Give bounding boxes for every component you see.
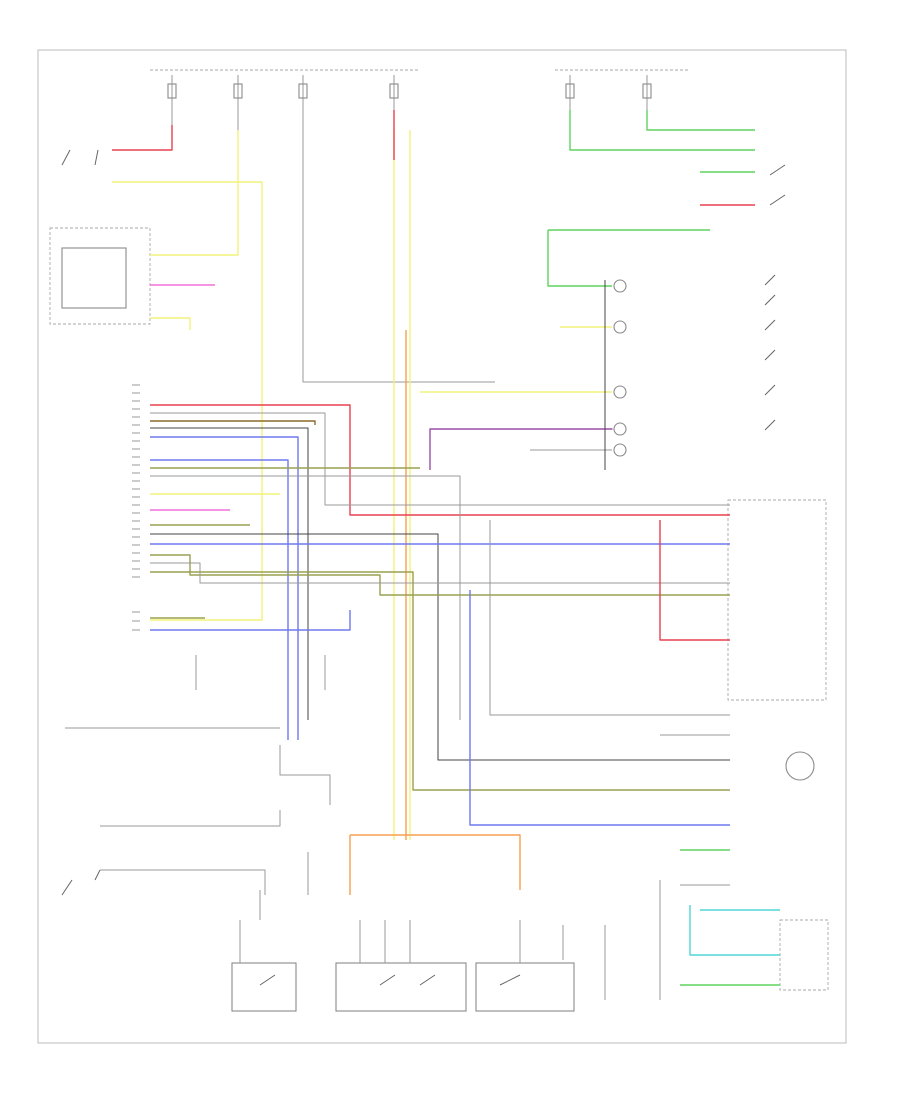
lamp-icon xyxy=(613,279,627,293)
wire-gray xyxy=(100,869,266,895)
switch-icon xyxy=(259,974,521,986)
lamp-icon xyxy=(613,443,627,457)
fuse-icon xyxy=(298,83,308,99)
transmission-control-module-box xyxy=(727,499,827,701)
wire-gray xyxy=(489,520,730,716)
fuse-feed-group-right xyxy=(555,69,690,120)
wire-brown xyxy=(150,420,316,425)
wire-green xyxy=(569,110,755,151)
wire-gray xyxy=(150,412,730,506)
wire-blue xyxy=(150,459,289,740)
wire-harness xyxy=(65,110,780,1000)
wire-olive xyxy=(150,571,730,791)
sensor-box-1 xyxy=(231,962,297,1012)
wire-black xyxy=(150,427,309,720)
fuse-icon xyxy=(233,83,243,99)
sensor-box-3 xyxy=(475,962,575,1012)
fuse-icon xyxy=(389,83,399,99)
wire-yellow xyxy=(112,181,263,621)
wire-black xyxy=(150,533,730,761)
switch-symbols xyxy=(61,149,786,986)
wire-gray xyxy=(302,130,495,383)
lamp-icon xyxy=(613,422,627,436)
switch-icon xyxy=(769,164,786,206)
wire-orange xyxy=(350,834,521,890)
switch-icon xyxy=(61,149,99,166)
switch-icon xyxy=(764,274,776,431)
fuse-feed-group-left xyxy=(150,69,420,150)
wire-cyan xyxy=(689,905,780,956)
wire-red xyxy=(150,404,730,516)
lamp-icon xyxy=(613,320,627,334)
wire-gray xyxy=(150,562,730,584)
fuse-icon xyxy=(565,83,575,99)
speed-sensor-icon xyxy=(785,751,815,781)
solenoid-box xyxy=(779,919,829,991)
diagram-border xyxy=(37,49,847,1044)
wire-gray xyxy=(100,810,281,827)
sensor-box-2 xyxy=(335,962,467,1012)
control-unit-inner xyxy=(61,247,127,309)
wire-yellow xyxy=(150,317,191,330)
wire-purple xyxy=(429,428,613,470)
fuse-icon xyxy=(167,83,177,99)
wire-yellow xyxy=(150,130,239,256)
control-unit-box xyxy=(49,227,151,325)
left-connector-column xyxy=(132,384,140,631)
wire-red xyxy=(659,520,730,641)
wire-red xyxy=(112,125,173,151)
wire-olive xyxy=(150,554,730,596)
lamp-icon xyxy=(613,385,627,399)
switch-icon xyxy=(61,869,101,896)
fuse-icon xyxy=(642,83,652,99)
indicator-lamps xyxy=(613,279,627,457)
wire-blue xyxy=(469,590,730,826)
wire-blue xyxy=(150,610,351,631)
wire-gray xyxy=(150,475,461,720)
wire-green xyxy=(547,230,612,287)
wire-gray xyxy=(279,745,331,805)
wire-blue xyxy=(150,436,299,740)
wire-green xyxy=(646,110,755,131)
